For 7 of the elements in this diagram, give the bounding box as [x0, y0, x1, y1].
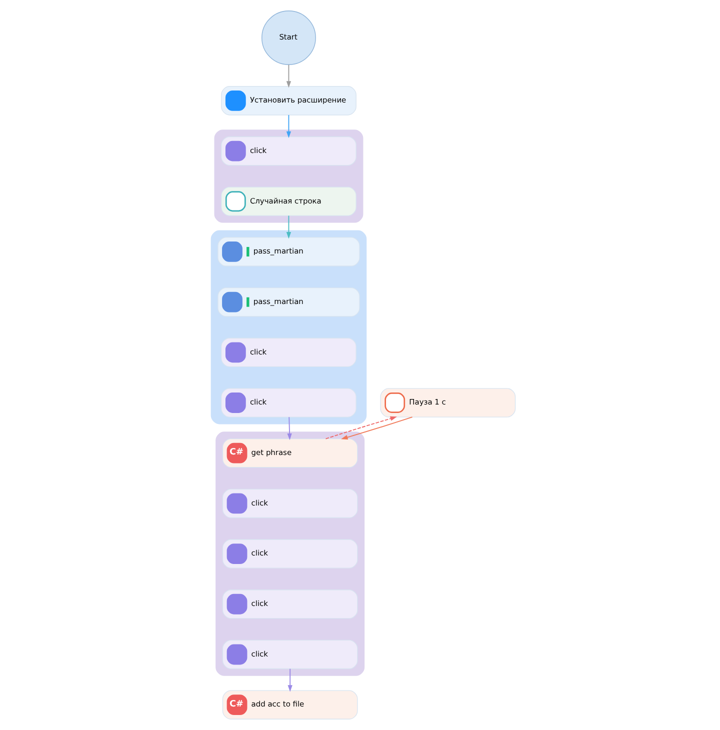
arrow: [324, 416, 396, 440]
arrow: [287, 668, 292, 692]
arrow: [286, 114, 291, 138]
arrow: [286, 416, 292, 440]
arrow: [286, 215, 291, 239]
arrow: [340, 416, 412, 440]
arrow: [286, 64, 291, 88]
